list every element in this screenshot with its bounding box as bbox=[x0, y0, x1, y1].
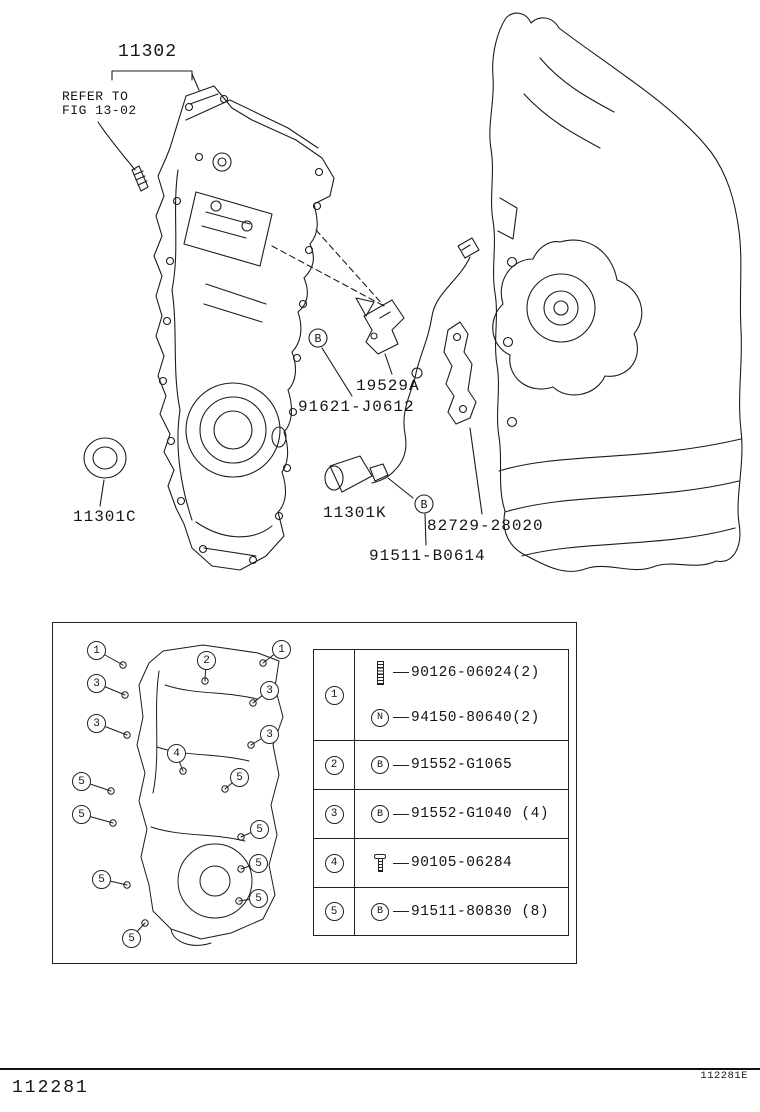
leader-dash bbox=[393, 862, 409, 864]
oil-seal-drawing bbox=[84, 438, 126, 478]
part-label-11301k: 11301K bbox=[323, 504, 387, 522]
callout-5: 5 bbox=[122, 929, 141, 948]
leader-dash bbox=[393, 672, 409, 673]
leader-dash bbox=[393, 813, 409, 815]
callout-5: 5 bbox=[250, 820, 269, 839]
leader-dash bbox=[393, 717, 409, 718]
callout-1: 1 bbox=[272, 640, 291, 659]
part-line: B 91552-G1040 (4) bbox=[355, 805, 568, 823]
part-line: B 91511-80830 (8) bbox=[355, 902, 568, 921]
refer-leader-line bbox=[98, 122, 135, 170]
stud-bolt-drawing bbox=[132, 166, 148, 191]
callout-5: 5 bbox=[324, 902, 344, 921]
footer-divider bbox=[0, 1068, 760, 1070]
bolt-symbol-icon: B bbox=[371, 805, 389, 823]
callout-5: 5 bbox=[92, 870, 111, 889]
part-number: 90126-06024(2) bbox=[411, 664, 540, 681]
legend-cover-drawing bbox=[53, 623, 576, 963]
legend-row-2: 2 B 91552-G1065 bbox=[314, 741, 568, 790]
bolt-symbol-circle bbox=[415, 495, 433, 513]
callout-1: 1 bbox=[87, 641, 106, 660]
part-line: B 91552-G1065 bbox=[355, 756, 568, 774]
part-label-11301c: 11301C bbox=[73, 508, 137, 526]
legend-row-1: 1 90126-06024(2) N 94150-80640(2) bbox=[314, 650, 568, 741]
leader-dash bbox=[393, 764, 409, 766]
leader-dash bbox=[393, 911, 409, 912]
callout-5: 5 bbox=[230, 768, 249, 787]
part-line: 90126-06024(2) bbox=[355, 650, 568, 695]
part-line: N 94150-80640(2) bbox=[355, 695, 568, 740]
cover-bolt-holes bbox=[160, 96, 323, 564]
sensor-bracket-drawing bbox=[444, 322, 476, 424]
sheet-code: 112281E bbox=[700, 1070, 748, 1082]
callout-5: 5 bbox=[249, 889, 268, 908]
part-label-19529a: 19529A bbox=[356, 377, 420, 395]
part-label-82729-28020: 82729-28020 bbox=[427, 517, 544, 535]
bolt-symbol-icon: B bbox=[371, 902, 389, 921]
timing-cover-outline bbox=[154, 86, 334, 570]
parts-legend-table: 1 90126-06024(2) N 94150-80640(2) bbox=[313, 649, 569, 936]
callout-3: 3 bbox=[260, 681, 279, 700]
legend-bolt-holes bbox=[108, 660, 266, 926]
part-number: 91511-80830 (8) bbox=[411, 903, 550, 920]
callout-3: 3 bbox=[87, 714, 106, 733]
bolt-symbol-b: B bbox=[421, 499, 428, 512]
callout-3: 3 bbox=[324, 804, 344, 824]
part-label-91511-b0614: 91511-B0614 bbox=[369, 547, 486, 565]
part-number: 91552-G1065 bbox=[411, 757, 513, 773]
flange-bolt-icon bbox=[374, 854, 386, 872]
part-number: 94150-80640(2) bbox=[411, 709, 540, 726]
exploded-view-drawing: B B bbox=[0, 0, 760, 600]
callout-5: 5 bbox=[249, 854, 268, 873]
part-number: 90105-06284 bbox=[411, 855, 513, 871]
figure-code: 112281 bbox=[12, 1078, 89, 1098]
callout-1: 1 bbox=[324, 685, 344, 705]
refer-note-line2: FIG 13-02 bbox=[62, 103, 137, 118]
crank-sensor-drawing bbox=[325, 456, 388, 492]
legend-cover-outline bbox=[137, 645, 283, 939]
bolt-symbol-b: B bbox=[315, 333, 322, 346]
callout-2: 2 bbox=[324, 755, 344, 775]
label-bracket-11302 bbox=[112, 71, 199, 90]
callout-4: 4 bbox=[167, 744, 186, 763]
legend-row-3: 3 B 91552-G1040 (4) bbox=[314, 790, 568, 839]
bolt-symbol-circle bbox=[309, 329, 327, 347]
callout-3: 3 bbox=[260, 725, 279, 744]
callout-5: 5 bbox=[72, 772, 91, 791]
callout-4: 4 bbox=[324, 853, 344, 873]
part-number: 91552-G1040 (4) bbox=[411, 806, 550, 822]
part-label-11302: 11302 bbox=[118, 42, 178, 62]
sensor-harness-drawing bbox=[372, 238, 479, 483]
engine-block-drawing bbox=[490, 13, 742, 571]
legend-row-4: 4 90105-06284 bbox=[314, 839, 568, 888]
part-line: 90105-06284 bbox=[355, 854, 568, 872]
stud-bolt-icon bbox=[376, 660, 384, 685]
nut-symbol-icon: N bbox=[371, 708, 389, 727]
bolt-symbol-icon: B bbox=[371, 756, 389, 774]
callout-3: 3 bbox=[87, 674, 106, 693]
refer-note-line1: REFER TO bbox=[62, 89, 129, 104]
legend-box: 1 2 1 3 3 3 3 4 5 5 5 5 5 5 5 5 1 bbox=[52, 622, 577, 964]
callout-2: 2 bbox=[197, 651, 216, 670]
bracket-19529a-drawing bbox=[356, 298, 404, 354]
legend-row-5: 5 B 91511-80830 (8) bbox=[314, 888, 568, 935]
callout-5: 5 bbox=[72, 805, 91, 824]
part-label-91621-j0612: 91621-J0612 bbox=[298, 398, 415, 416]
